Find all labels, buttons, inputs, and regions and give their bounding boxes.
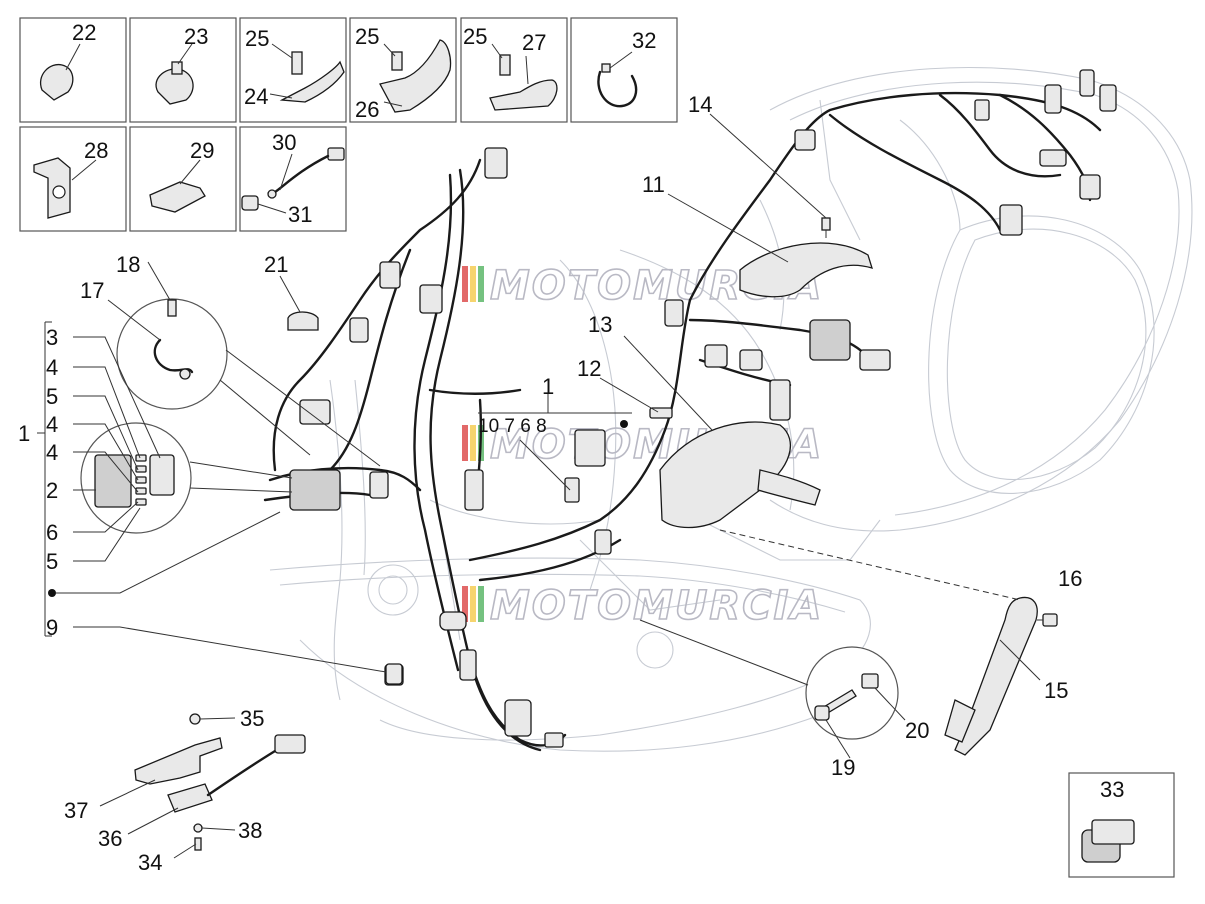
label-14: 14 bbox=[688, 92, 712, 117]
part-14-screw bbox=[821, 217, 831, 238]
label-1: 1 bbox=[542, 374, 554, 399]
watermark-bottom: MOTOMURCIA bbox=[462, 582, 823, 630]
fuse-box-detail bbox=[80, 422, 293, 534]
label-25: 25 bbox=[245, 26, 269, 51]
kit-bullet-icon bbox=[620, 420, 628, 428]
label-38: 38 bbox=[238, 818, 262, 843]
label-25: 25 bbox=[355, 24, 379, 49]
label-16: 16 bbox=[1058, 566, 1082, 591]
parts-19-20-detail bbox=[639, 619, 899, 740]
detail-box-32[interactable] bbox=[570, 17, 678, 123]
label-17: 17 bbox=[80, 278, 104, 303]
label-24: 24 bbox=[244, 84, 268, 109]
watermark-text: MOTOMURCIA bbox=[490, 583, 823, 629]
label-4: 4 bbox=[46, 355, 58, 380]
label-36: 36 bbox=[98, 826, 122, 851]
label-34: 34 bbox=[138, 850, 162, 875]
label-1: 1 bbox=[18, 421, 30, 446]
part-11-cover bbox=[739, 242, 873, 298]
label-25: 25 bbox=[463, 24, 487, 49]
detail-box-22[interactable] bbox=[19, 17, 127, 123]
label-32: 32 bbox=[632, 28, 656, 53]
label-21: 21 bbox=[264, 252, 288, 277]
label-9: 9 bbox=[46, 615, 58, 640]
kit-parts-label: 10 7 6 8 bbox=[478, 416, 547, 437]
leader-lines bbox=[56, 43, 1041, 859]
label-26: 26 bbox=[355, 97, 379, 122]
detail-box-25-27[interactable] bbox=[460, 17, 568, 123]
label-23: 23 bbox=[184, 24, 208, 49]
label-19: 19 bbox=[831, 755, 855, 780]
detail-box-25-26[interactable] bbox=[349, 17, 457, 123]
detail-box-23[interactable] bbox=[129, 17, 237, 123]
earth-cable-detail bbox=[116, 298, 381, 467]
detail-box-30-31[interactable] bbox=[239, 126, 347, 232]
part-21-clip bbox=[287, 311, 319, 331]
part-15-stand bbox=[719, 529, 1038, 756]
label-11: 11 bbox=[642, 172, 665, 197]
part-33-box[interactable] bbox=[1068, 772, 1175, 878]
detail-box-24-25[interactable] bbox=[239, 17, 347, 123]
bullet-icon bbox=[48, 589, 56, 597]
label-18: 18 bbox=[116, 252, 140, 277]
label-5: 5 bbox=[46, 549, 58, 574]
label-31: 31 bbox=[288, 202, 312, 227]
label-5: 5 bbox=[46, 384, 58, 409]
label-28: 28 bbox=[84, 138, 108, 163]
label-33: 33 bbox=[1100, 777, 1124, 802]
label-37: 37 bbox=[64, 798, 88, 823]
label-20: 20 bbox=[905, 718, 929, 743]
part-number-labels: 22 23 25 24 25 26 25 27 32 28 29 30 31 1… bbox=[18, 20, 1124, 875]
label-30: 30 bbox=[272, 130, 296, 155]
label-6: 6 bbox=[46, 520, 58, 545]
left-group-bracket bbox=[37, 321, 56, 637]
label-4: 4 bbox=[46, 412, 58, 437]
part-16-bolt bbox=[1037, 613, 1058, 627]
label-12: 12 bbox=[577, 356, 601, 381]
harness-connectors bbox=[289, 69, 1117, 748]
label-29: 29 bbox=[190, 138, 214, 163]
label-35: 35 bbox=[240, 706, 264, 731]
label-27: 27 bbox=[522, 30, 546, 55]
immobiliser-group bbox=[134, 713, 306, 851]
label-4: 4 bbox=[46, 440, 58, 465]
label-13: 13 bbox=[588, 312, 612, 337]
detail-box-29[interactable] bbox=[129, 126, 237, 232]
label-15: 15 bbox=[1044, 678, 1068, 703]
label-22: 22 bbox=[72, 20, 96, 45]
label-2: 2 bbox=[46, 478, 58, 503]
scooter-body-outline bbox=[269, 66, 1193, 752]
label-3: 3 bbox=[46, 325, 58, 350]
part-9-grommet bbox=[385, 663, 403, 685]
part-13-bracket bbox=[659, 421, 791, 529]
